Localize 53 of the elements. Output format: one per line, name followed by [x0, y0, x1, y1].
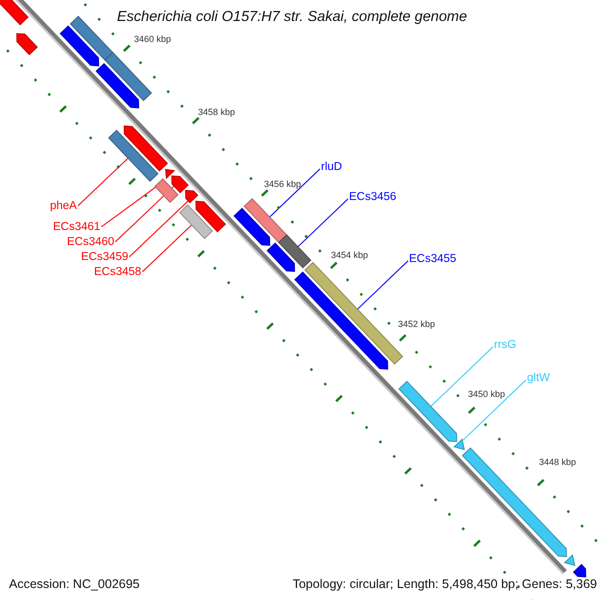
scale-label: 3452 kbp — [398, 319, 436, 330]
gene-feature — [60, 25, 100, 66]
leader-line — [142, 224, 192, 272]
scale-label: 3456 kbp — [264, 179, 302, 190]
leader-line — [114, 186, 174, 242]
gene-feature — [572, 564, 586, 578]
gene-feature — [0, 0, 29, 26]
gene-label: ECs3461 — [53, 221, 100, 234]
leader-line — [298, 198, 348, 248]
scale-label: 3460 kbp — [134, 34, 172, 44]
leader-line — [128, 200, 189, 258]
gene-feature — [16, 33, 38, 56]
trna-gene-marker — [453, 438, 465, 450]
gene-label: ECs3455 — [409, 253, 456, 266]
leader-line — [269, 168, 320, 218]
footer-text: Topology: circular; Length: 5,498,450 bp; Genes: 5,369 — [292, 577, 597, 592]
gene-feature — [266, 242, 296, 272]
trna-gene-marker — [564, 554, 576, 566]
gene-bar — [278, 234, 312, 268]
scale-label: 3450 kbp — [468, 389, 506, 400]
gene-bar — [108, 130, 159, 182]
gene-label: pheA — [50, 200, 77, 214]
gene-feature — [398, 380, 458, 442]
gene-feature — [195, 200, 226, 232]
leader-line — [462, 379, 526, 441]
gene-label: rrsG — [494, 339, 516, 352]
gene-bar — [70, 16, 114, 61]
scale-label: 3448 kbp — [539, 457, 576, 468]
gene-bar — [179, 204, 214, 240]
footer-text: Accession: NC_002695 — [9, 577, 140, 592]
gene-feature — [294, 271, 388, 370]
gene-feature — [124, 126, 168, 172]
gene-label: ECs3459 — [81, 251, 128, 264]
gene-label: ECs3456 — [349, 191, 396, 204]
title: Escherichia coli O157:H7 str. Sakai, complete genome — [117, 9, 468, 26]
gene-bar — [154, 178, 179, 203]
gene-label: rluD — [321, 161, 342, 174]
gene-bar — [244, 198, 288, 244]
gene-bar — [104, 52, 152, 102]
gene-feature — [234, 208, 270, 246]
leader-line — [77, 158, 128, 206]
gene-label: ECs3458 — [94, 266, 142, 280]
trna-gene-marker — [165, 168, 176, 180]
leader-line — [100, 186, 156, 228]
gene-label: ECs3460 — [67, 236, 114, 250]
gene-feature — [171, 175, 189, 194]
scale-label: 3454 kbp — [331, 250, 368, 260]
leader-line — [430, 346, 494, 407]
scale-label: 3458 kbp — [198, 107, 236, 118]
leader-line — [357, 260, 408, 310]
gene-feature — [185, 190, 198, 204]
gene-label: gltW — [527, 372, 550, 386]
gene-feature — [96, 62, 140, 108]
